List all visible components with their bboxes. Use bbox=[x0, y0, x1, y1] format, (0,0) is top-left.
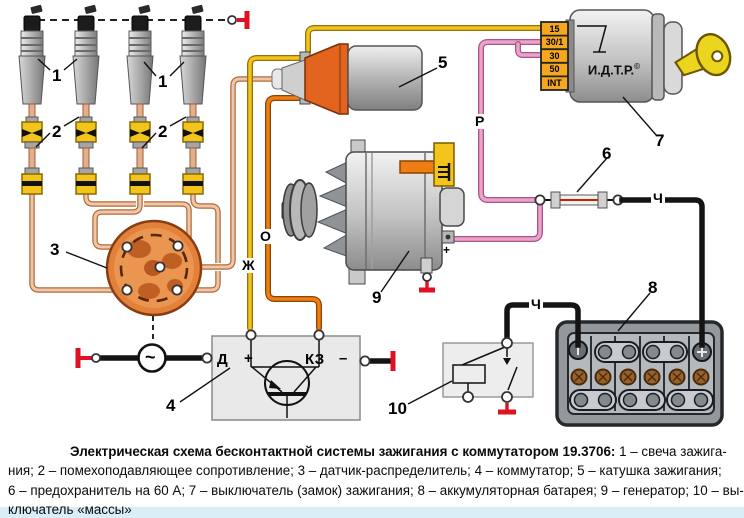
callout-9: 9 bbox=[372, 288, 382, 307]
commutator-terminal-plus: + bbox=[244, 350, 253, 367]
callout-7: 7 bbox=[655, 131, 665, 150]
wire-label-black-1: Ч bbox=[651, 190, 665, 206]
wire-label-orange: О bbox=[258, 228, 273, 244]
bottom-strip bbox=[0, 507, 744, 518]
switch-terminal-30-1: 30/1 bbox=[545, 37, 564, 47]
orange-wires bbox=[265, 95, 322, 331]
commutator-terminal-d: Д bbox=[217, 351, 228, 368]
callout-5: 5 bbox=[438, 53, 448, 72]
ignition-key bbox=[674, 33, 732, 77]
caption-line-4: ключатель «массы» bbox=[8, 502, 132, 518]
ignition-switch bbox=[540, 9, 732, 103]
caption-line-3: 6 – предохранитель на 60 А; 7 – выключат… bbox=[8, 482, 744, 498]
commutator bbox=[201, 329, 396, 421]
callout-10: 10 bbox=[388, 399, 407, 418]
caption-line-2: ния; 2 – помехоподавляющее сопротивление… bbox=[8, 463, 722, 479]
battery bbox=[555, 320, 724, 427]
callout-3: 3 bbox=[50, 240, 60, 259]
alternator-plus-label: + bbox=[443, 243, 451, 257]
ignition-coil bbox=[271, 43, 423, 115]
switch-terminal-50: 50 bbox=[549, 64, 560, 74]
wire-label-black-2: Ч bbox=[529, 296, 543, 312]
callout-4: 4 bbox=[166, 396, 176, 415]
callout-2a: 2 bbox=[52, 122, 62, 141]
commutator-terminal-minus: – bbox=[339, 350, 348, 367]
alternator bbox=[281, 139, 465, 293]
sensor-ac-symbol bbox=[75, 343, 207, 373]
callout-leaders bbox=[35, 58, 658, 405]
distributor bbox=[105, 219, 203, 343]
fuse bbox=[534, 191, 624, 209]
alternator-connector bbox=[433, 142, 455, 187]
wire-label-yellow: Ж bbox=[240, 257, 257, 273]
spark-plugs bbox=[18, 3, 207, 196]
yellow-wires bbox=[247, 25, 543, 331]
switch-brand-label: И.Д.Т.Р.© bbox=[587, 62, 641, 78]
spark-plug-3 bbox=[126, 3, 154, 196]
callout-6: 6 bbox=[602, 144, 612, 163]
commutator-terminal-kz: КЗ bbox=[305, 351, 325, 368]
pink-wires bbox=[449, 39, 544, 242]
spark-plug-4 bbox=[179, 3, 207, 196]
spark-plug-2 bbox=[72, 3, 100, 196]
switch-terminal-15: 15 bbox=[549, 24, 560, 34]
callout-8: 8 bbox=[648, 278, 658, 297]
alternator-orange-lead bbox=[399, 160, 437, 174]
spark-plug-1 bbox=[18, 3, 46, 196]
ac-symbol: ~ bbox=[145, 347, 156, 367]
switch-terminal-30: 30 bbox=[549, 50, 560, 61]
callout-1a: 1 bbox=[52, 66, 62, 85]
caption-line-1: Электрическая схема бесконтактной систем… bbox=[70, 444, 727, 459]
switch-terminal-int: INT bbox=[547, 77, 562, 88]
wire-label-pink: Р bbox=[473, 113, 487, 129]
callout-2b: 2 bbox=[158, 122, 168, 141]
ground-switch bbox=[442, 337, 534, 415]
callout-1b: 1 bbox=[158, 72, 168, 91]
switch-terminal-block bbox=[540, 21, 569, 91]
caption: Электрическая схема бесконтактной систем… bbox=[8, 442, 744, 518]
